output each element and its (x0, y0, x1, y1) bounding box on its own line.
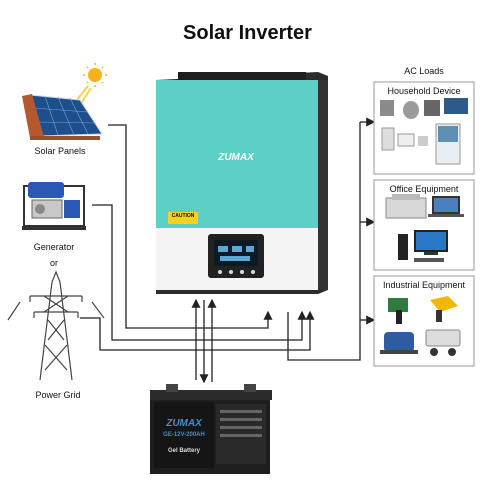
household-device-label: Household Device (387, 86, 461, 96)
industrial-equipment-icon (380, 296, 461, 356)
battery-type-label: Gel Battery (167, 448, 200, 454)
power-grid-icon (7, 270, 105, 381)
household-devices-icon (380, 98, 468, 165)
source-label-generator: Generator (33, 242, 75, 252)
office-box (373, 179, 475, 271)
source-label-solar-panels: Solar Panels (34, 146, 86, 156)
generator-icon (22, 182, 86, 230)
battery-brand-logo: ZUMAX (166, 418, 202, 429)
industrial-equipment-label: Industrial Equipment (382, 280, 466, 290)
office-equipment-icon (385, 194, 464, 262)
solar-line (108, 124, 273, 329)
inverter-brand-logo: ZUMAX (218, 152, 254, 163)
load-bus (287, 122, 361, 361)
source-label-power-grid: Power Grid (35, 390, 81, 400)
ac-loads-heading: AC Loads (404, 66, 444, 76)
inverter-device (156, 72, 328, 294)
generator-line (92, 204, 307, 341)
battery-model-label: GE-12V-200AH (163, 432, 205, 438)
page-title: Solar Inverter (183, 22, 312, 44)
battery-icon (150, 384, 272, 474)
solar-panels-icon (22, 94, 103, 140)
grid-line (80, 310, 315, 351)
connection-lines (80, 117, 376, 384)
source-label-or: or (49, 258, 58, 268)
office-equipment-label: Office Equipment (389, 184, 459, 194)
inverter-caution-label: CAUTION (171, 213, 195, 219)
